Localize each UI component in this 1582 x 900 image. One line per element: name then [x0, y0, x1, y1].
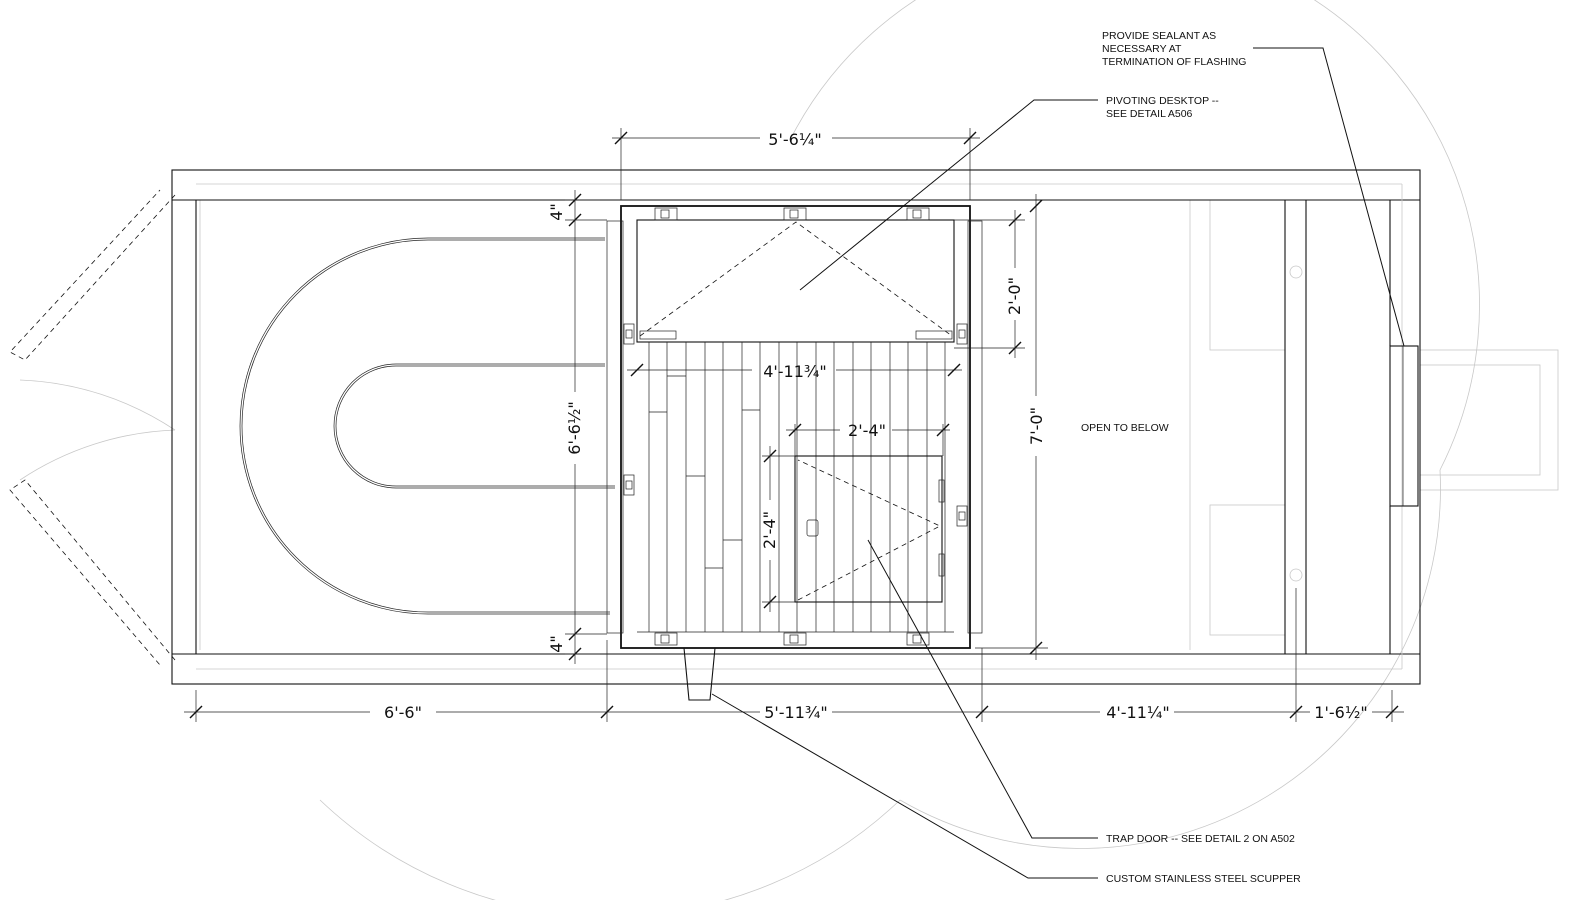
note-desktop-line1: PIVOTING DESKTOP -- [1106, 95, 1219, 107]
leader-lines [711, 47, 1405, 879]
outer-walls [171, 169, 1421, 685]
dim-bottom-offset: 4" [547, 635, 566, 653]
note-trap-door: TRAP DOOR -- SEE DETAIL 2 ON A502 [1106, 833, 1295, 845]
dim-overall-height: 6'-6½" [565, 401, 584, 454]
dim-right-height: 7'-0" [1027, 407, 1046, 445]
dim-trap-height: 2'-4" [760, 511, 779, 549]
dim-trap-width: 2'-4" [848, 421, 886, 440]
note-scupper: CUSTOM STAINLESS STEEL SCUPPER [1106, 873, 1301, 885]
note-sealant-line3: TERMINATION OF FLASHING [1102, 56, 1246, 68]
note-sealant-line1: PROVIDE SEALANT AS [1102, 30, 1216, 42]
desk-assembly [606, 205, 983, 701]
left-door-swings [9, 189, 176, 666]
dim-top-offset: 4" [547, 203, 566, 221]
dim-bottom-far-right: 1'-6½" [1314, 703, 1367, 722]
dim-bottom-right: 4'-11¼" [1106, 703, 1170, 722]
dim-bottom-left: 6'-6" [384, 703, 422, 722]
note-sealant-line2: NECESSARY AT [1102, 43, 1182, 55]
callout-notes: PROVIDE SEALANT AS NECESSARY AT TERMINAT… [1081, 30, 1301, 885]
dim-inner-width: 4'-11¾" [763, 362, 827, 381]
dim-bottom-center: 5'-11¾" [764, 703, 828, 722]
note-desktop-line2: SEE DETAIL A506 [1106, 108, 1193, 120]
dim-top-width: 5'-6¼" [768, 130, 821, 149]
dimension-labels: 5'-6¼" 4'-11¾" 2'-4" 2'-4" 2'-0" 6'-6½" … [384, 130, 1368, 722]
dimension-lines [184, 128, 1404, 722]
dim-desk-depth: 2'-0" [1005, 277, 1024, 315]
curved-bench [239, 237, 615, 615]
note-open-below: OPEN TO BELOW [1081, 422, 1169, 434]
